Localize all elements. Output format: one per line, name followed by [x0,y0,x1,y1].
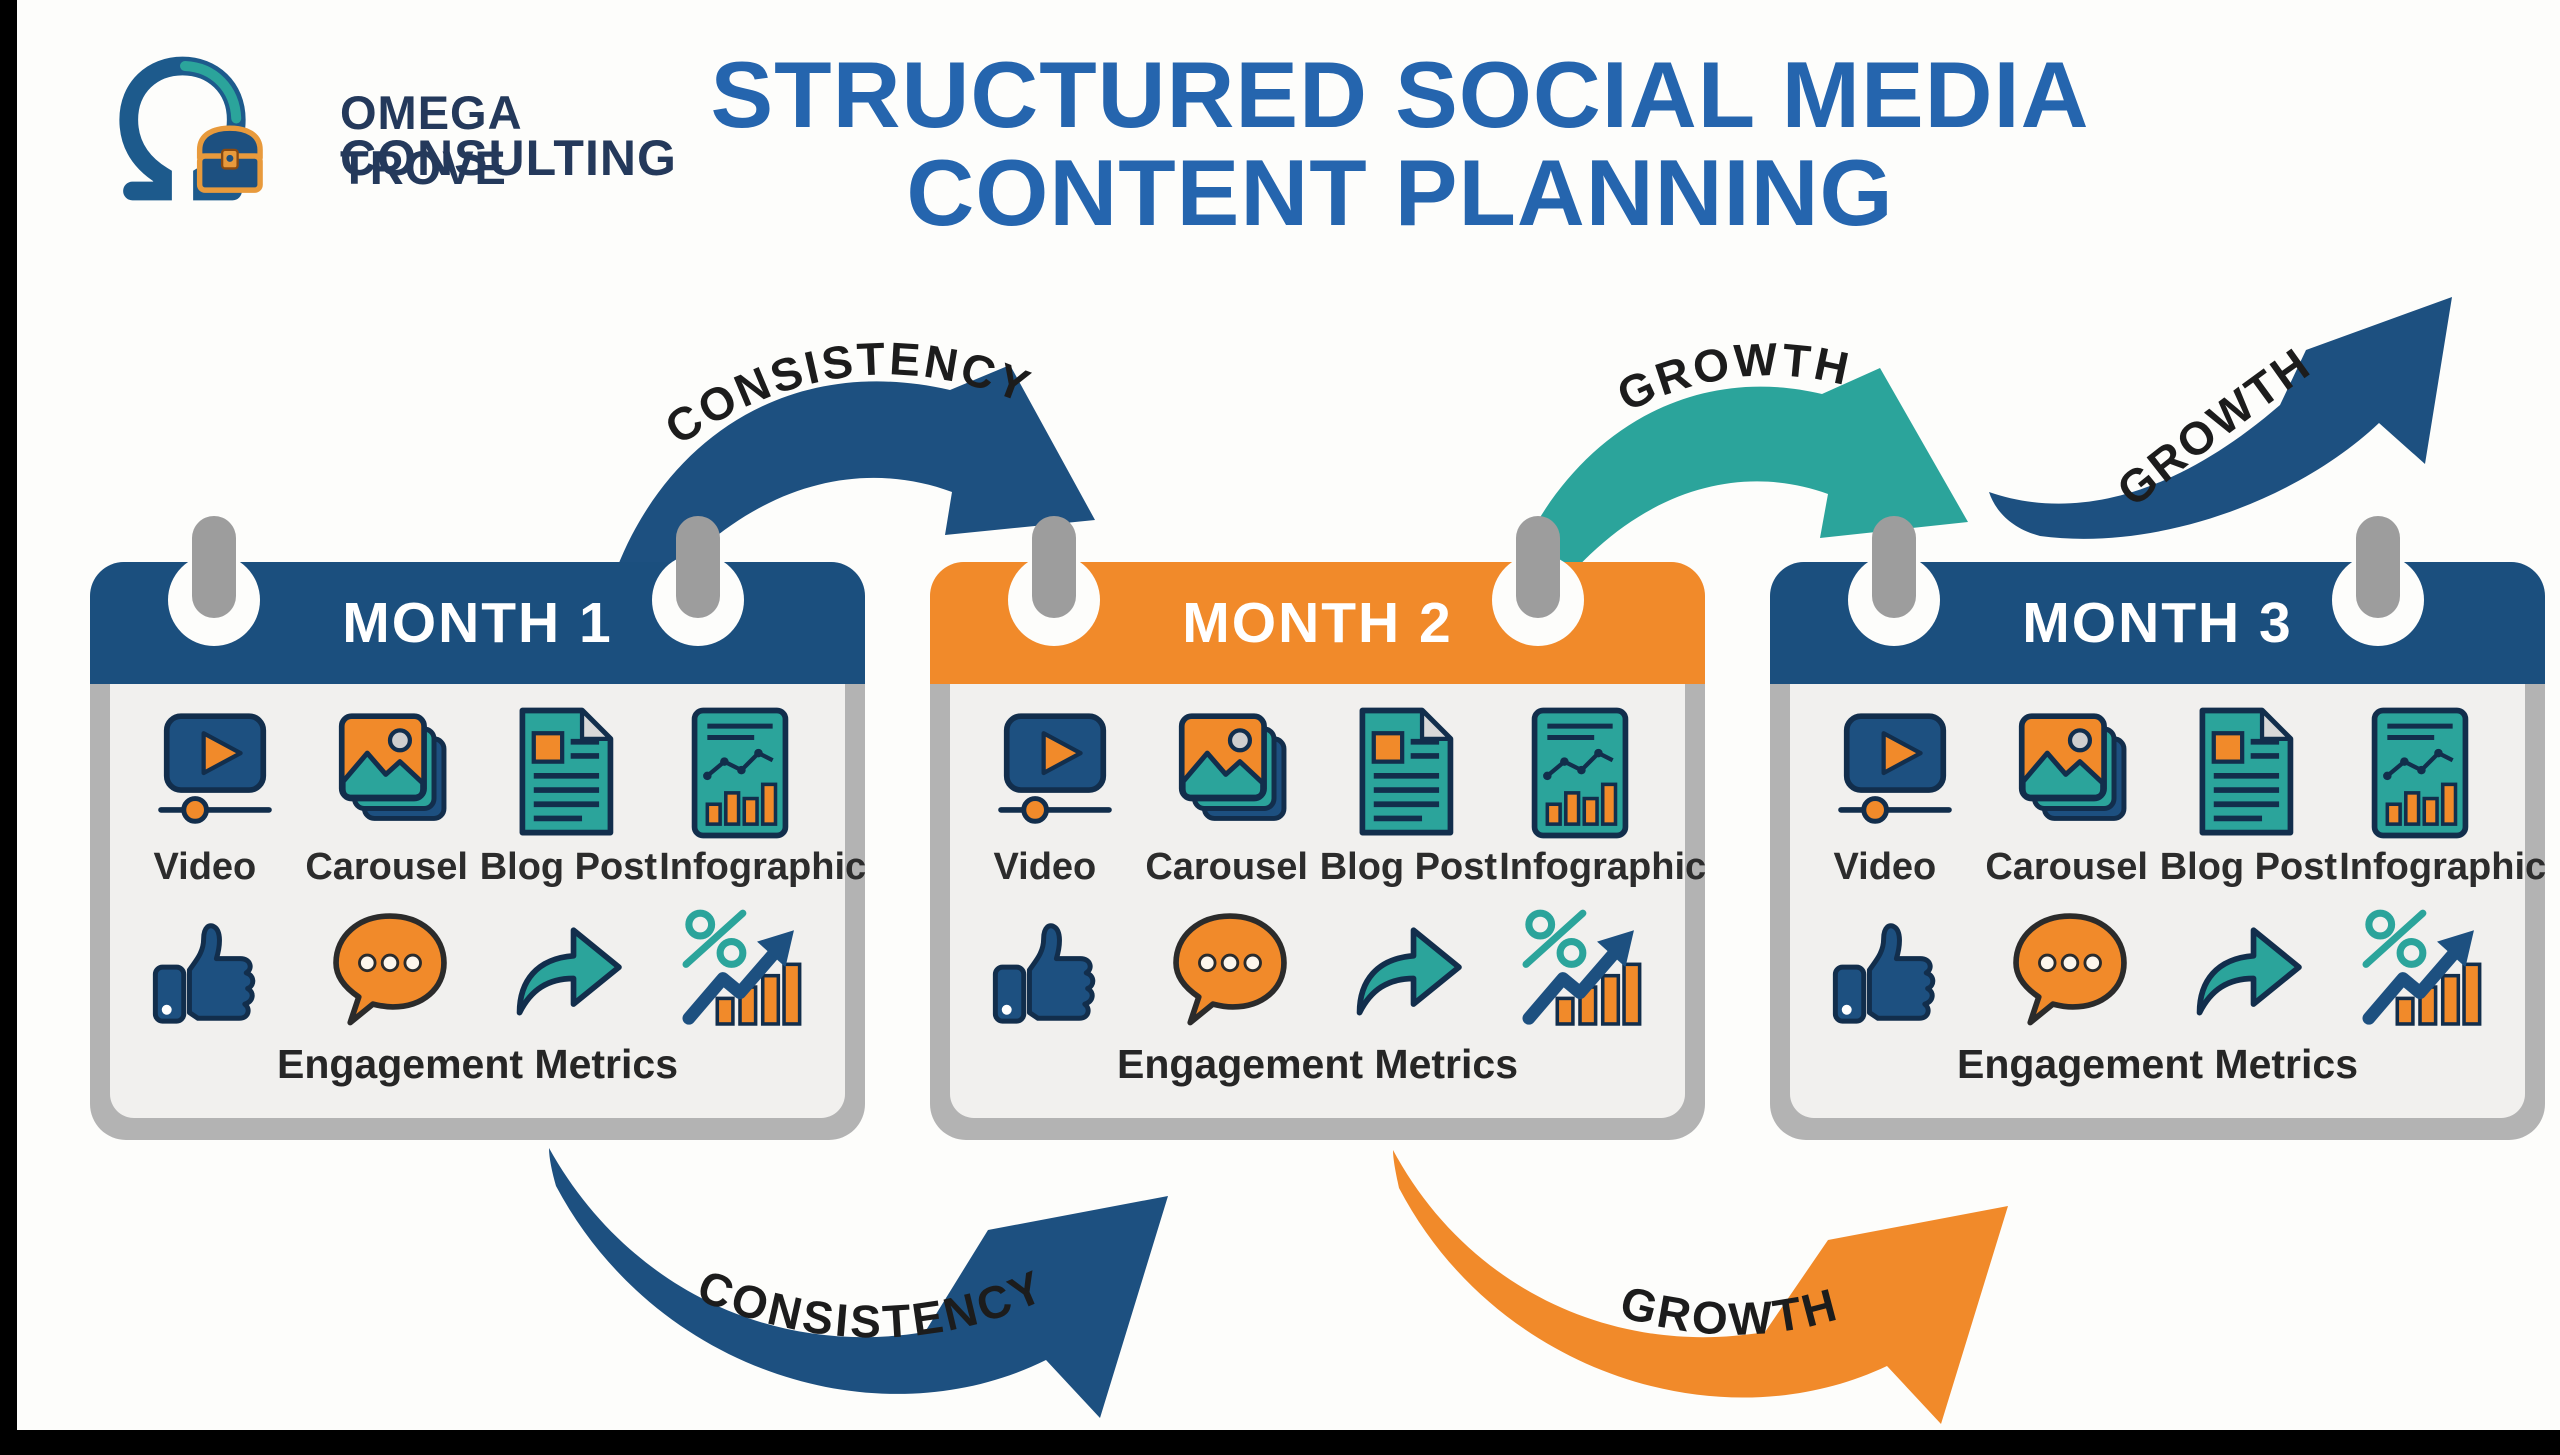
content-type-label: Video [1833,846,1937,888]
arrow-bottom-consistency [549,1148,1168,1418]
infographic-icon [2332,702,2507,844]
page-title-line2: CONTENT PLANNING [906,139,1894,245]
calendar-ring-icon [676,516,720,618]
calendar-ring-icon [1516,516,1560,618]
content-type-label: Blog Post [1319,846,1498,888]
thumbs-up-icon [1808,899,1983,1041]
blog-post-icon [478,702,653,844]
calendar-ring-icon [192,516,236,618]
page-title-line1: STRUCTURED SOCIAL MEDIA [710,42,2090,147]
growth-chart-icon [2332,899,2507,1041]
metrics-label: Engagement Metrics [1957,1041,2358,1087]
share-icon [478,899,653,1041]
comment-icon [1143,899,1318,1041]
video-icon [128,702,303,844]
content-type-label: Carousel [305,846,468,888]
company-name-line1: OMEGA TROVE [340,86,521,194]
carousel-icon [303,702,478,844]
month-card-3: MONTH 3 Video Carousel Blog Post Infogra… [1770,516,2547,1140]
thumbs-up-icon [968,899,1143,1041]
arrow-right-growth [1989,297,2452,539]
arrow-bottom-growth [1393,1150,2008,1424]
content-type-label: Infographic [1499,846,1707,888]
blog-post-icon [2158,702,2333,844]
carousel-icon [1143,702,1318,844]
metrics-label: Engagement Metrics [1117,1041,1518,1087]
frame-bar-bottom [0,1430,2560,1455]
card-body: Video Carousel Blog Post Infographic Eng… [1790,684,2547,1118]
video-icon [1808,702,1983,844]
arrow-top-growth [1505,368,1968,606]
calendar-ring-icon [1032,516,1076,618]
carousel-icon [1983,702,2158,844]
thumbs-up-icon [128,899,303,1041]
arrow-label-bottom-growth: GROWTH [1615,1275,1844,1345]
content-type-label: Blog Post [479,846,658,888]
share-icon [2158,899,2333,1041]
metrics-label: Engagement Metrics [277,1041,678,1087]
growth-chart-icon [652,899,827,1041]
card-body: Video Carousel Blog Post Infographic Eng… [110,684,867,1118]
arrow-top-consistency [608,365,1095,601]
content-type-label: Carousel [1145,846,1308,888]
blog-post-icon [1318,702,1493,844]
content-type-label: Video [993,846,1097,888]
month-card-1: MONTH 1 Video Carousel Blog Post Infogra… [90,516,867,1140]
calendar-ring-icon [1872,516,1916,618]
month-card-2: MONTH 2 Video Carousel Blog Post Infogra… [930,516,1707,1140]
comment-icon [1983,899,2158,1041]
calendar-ring-icon [2356,516,2400,618]
content-type-label: Video [153,846,257,888]
content-type-label: Infographic [2339,846,2547,888]
company-name-line2: CONSULTING [340,130,677,186]
share-icon [1318,899,1493,1041]
company-logo: OMEGA TROVE CONSULTING [95,45,676,215]
omega-treasure-chest-icon [119,56,263,201]
page-title: STRUCTURED SOCIAL MEDIA CONTENT PLANNING [640,46,2160,242]
infographic-icon [652,702,827,844]
video-icon [968,702,1143,844]
frame-bar-left [0,0,17,1455]
infographic-icon [1492,702,1667,844]
comment-icon [303,899,478,1041]
content-type-label: Blog Post [2159,846,2338,888]
content-type-label: Carousel [1985,846,2148,888]
growth-chart-icon [1492,899,1667,1041]
card-body: Video Carousel Blog Post Infographic Eng… [950,684,1707,1118]
content-type-label: Infographic [659,846,867,888]
